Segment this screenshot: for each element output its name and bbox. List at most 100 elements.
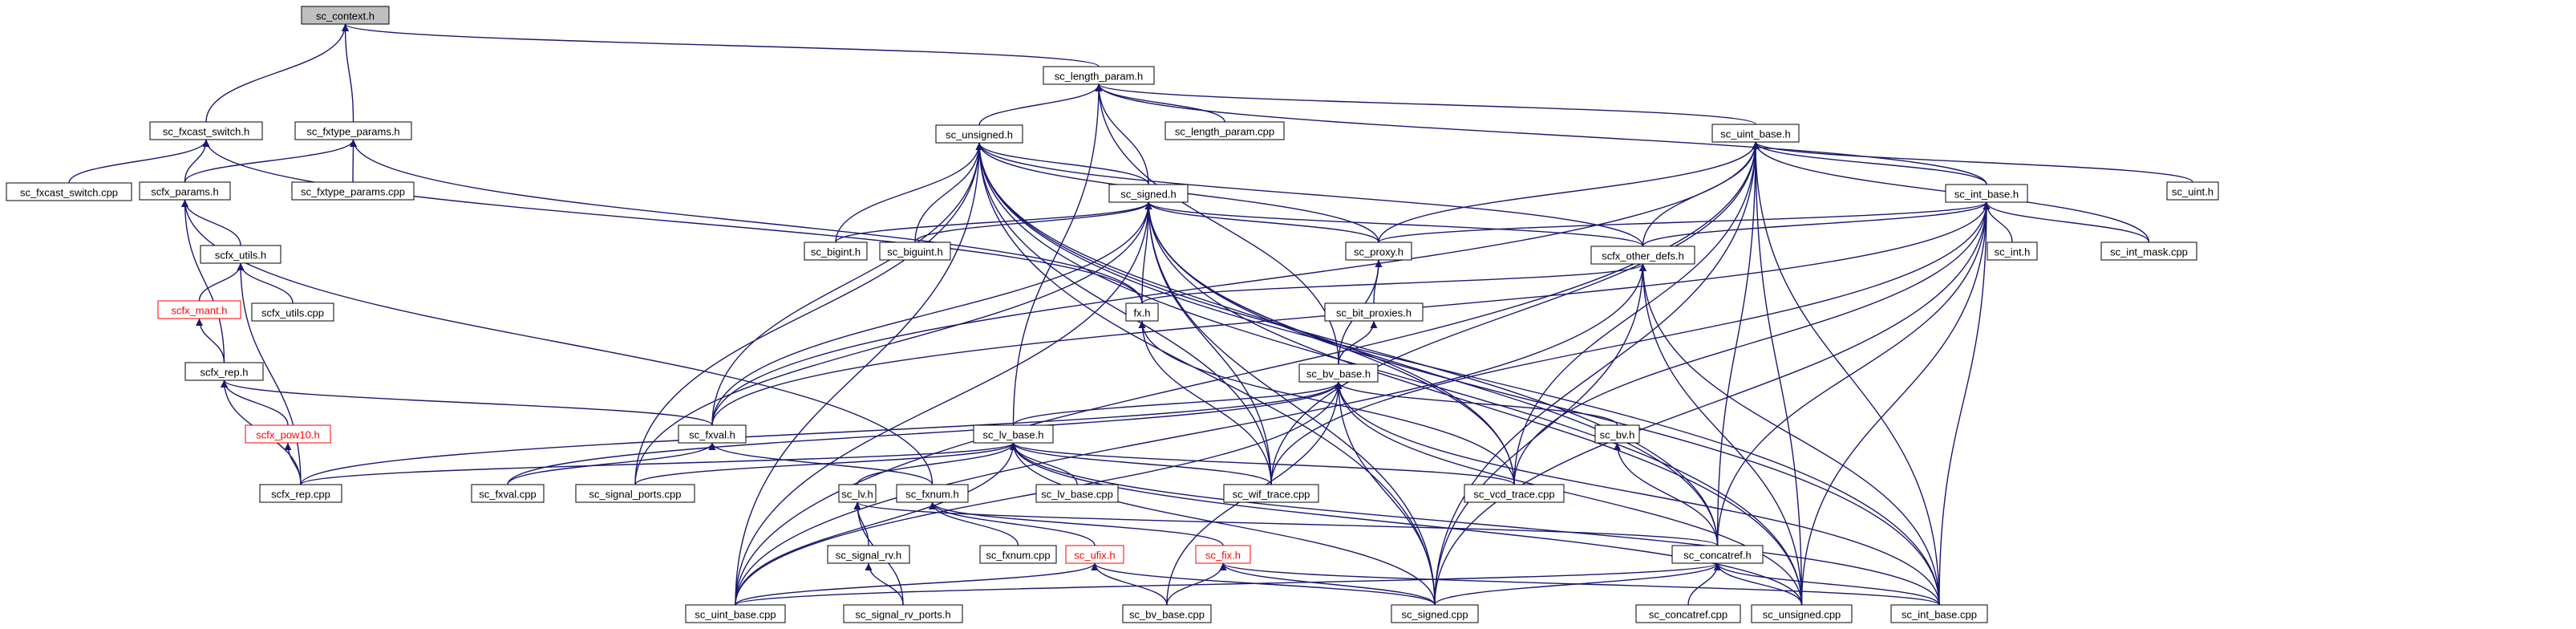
node-box[interactable] (804, 241, 868, 261)
node-box[interactable] (1108, 184, 1189, 203)
node-sc_fxcast_switch_cpp[interactable]: sc_fxcast_switch.cpp (6, 182, 132, 201)
node-sc_lv_h[interactable]: sc_lv.h (838, 484, 877, 503)
node-box[interactable] (1464, 484, 1565, 503)
node-box[interactable] (301, 6, 390, 25)
node-sc_uint_base_cpp[interactable]: sc_uint_base.cpp (685, 604, 786, 623)
node-box[interactable] (1043, 66, 1155, 85)
node-sc_signed_h[interactable]: sc_signed.h (1108, 184, 1189, 203)
node-box[interactable] (251, 302, 334, 322)
node-box[interactable] (678, 424, 747, 444)
node-box[interactable] (1711, 124, 1800, 143)
node-sc_lv_base_cpp[interactable]: sc_lv_base.cpp (1035, 484, 1119, 503)
node-scfx_utils_h[interactable]: scfx_utils.h (200, 245, 281, 264)
node-sc_uint_base_h[interactable]: sc_uint_base.h (1711, 124, 1800, 143)
node-box[interactable] (2100, 241, 2197, 261)
node-sc_uint_h[interactable]: sc_uint.h (2166, 181, 2219, 201)
node-sc_lv_base_h[interactable]: sc_lv_base.h (973, 424, 1054, 444)
node-box[interactable] (1751, 604, 1853, 623)
node-sc_concatref_h[interactable]: sc_concatref.h (1671, 545, 1764, 564)
node-box[interactable] (1345, 241, 1412, 261)
node-box[interactable] (1635, 604, 1741, 623)
node-sc_signal_ports_cpp[interactable]: sc_signal_ports.cpp (575, 484, 695, 503)
node-box[interactable] (471, 484, 545, 503)
node-sc_fix_h[interactable]: sc_fix.h (1195, 545, 1251, 564)
node-box[interactable] (259, 484, 342, 503)
node-box[interactable] (1164, 121, 1285, 140)
node-sc_fxnum_cpp[interactable]: sc_fxnum.cpp (979, 545, 1057, 564)
node-box[interactable] (200, 245, 281, 264)
node-box[interactable] (1945, 184, 2028, 203)
node-box[interactable] (1035, 484, 1119, 503)
node-scfx_utils_cpp[interactable]: scfx_utils.cpp (251, 302, 334, 322)
node-box[interactable] (139, 181, 231, 201)
node-box[interactable] (1391, 604, 1479, 623)
node-sc_bigint_h[interactable]: sc_bigint.h (804, 241, 868, 261)
node-sc_int_base_h[interactable]: sc_int_base.h (1945, 184, 2028, 203)
node-box[interactable] (1590, 246, 1695, 265)
node-sc_bv_base_h[interactable]: sc_bv_base.h (1298, 363, 1379, 383)
node-scfx_pow10_h[interactable]: scfx_pow10.h (245, 424, 331, 444)
node-box[interactable] (184, 362, 264, 381)
node-sc_int_base_cpp[interactable]: sc_int_base.cpp (1890, 604, 1988, 623)
node-sc_ufix_h[interactable]: sc_ufix.h (1065, 545, 1124, 564)
node-box[interactable] (1324, 302, 1424, 322)
node-box[interactable] (291, 181, 415, 201)
node-box[interactable] (1890, 604, 1988, 623)
node-scfx_params_h[interactable]: scfx_params.h (139, 181, 231, 201)
node-sc_int_mask_cpp[interactable]: sc_int_mask.cpp (2100, 241, 2197, 261)
node-sc_int_h[interactable]: sc_int.h (1987, 241, 2038, 261)
node-sc_bv_h[interactable]: sc_bv.h (1594, 424, 1640, 444)
node-sc_concatref_cpp[interactable]: sc_concatref.cpp (1635, 604, 1741, 623)
node-box[interactable] (896, 484, 969, 503)
node-box[interactable] (1671, 545, 1764, 564)
node-scfx_mant_h[interactable]: scfx_mant.h (157, 300, 241, 319)
node-sc_signal_rv_ports_h[interactable]: sc_signal_rv_ports.h (843, 604, 963, 623)
node-box[interactable] (157, 300, 241, 319)
node-box[interactable] (149, 121, 263, 140)
node-scfx_rep_cpp[interactable]: scfx_rep.cpp (259, 484, 342, 503)
node-sc_fxval_h[interactable]: sc_fxval.h (678, 424, 747, 444)
node-box[interactable] (838, 484, 877, 503)
node-box[interactable] (827, 545, 910, 564)
node-box[interactable] (1298, 363, 1379, 383)
node-sc_fxcast_switch_h[interactable]: sc_fxcast_switch.h (149, 121, 263, 140)
node-box[interactable] (973, 424, 1054, 444)
node-sc_length_param_cpp[interactable]: sc_length_param.cpp (1164, 121, 1285, 140)
node-box[interactable] (575, 484, 695, 503)
node-scfx_rep_h[interactable]: scfx_rep.h (184, 362, 264, 381)
node-sc_wif_trace_cpp[interactable]: sc_wif_trace.cpp (1223, 484, 1319, 503)
node-sc_unsigned_cpp[interactable]: sc_unsigned.cpp (1751, 604, 1853, 623)
node-box[interactable] (879, 241, 951, 261)
node-sc_fxtype_params_cpp[interactable]: sc_fxtype_params.cpp (291, 181, 415, 201)
node-sc_unsigned_h[interactable]: sc_unsigned.h (935, 124, 1023, 144)
node-box[interactable] (294, 121, 412, 140)
node-sc_fxtype_params_h[interactable]: sc_fxtype_params.h (294, 121, 412, 140)
node-box[interactable] (1195, 545, 1251, 564)
node-sc_biguint_h[interactable]: sc_biguint.h (879, 241, 951, 261)
node-fx_h[interactable]: fx.h (1125, 302, 1159, 322)
node-sc_bv_base_cpp[interactable]: sc_bv_base.cpp (1122, 604, 1212, 623)
node-box[interactable] (935, 124, 1023, 144)
node-box[interactable] (1987, 241, 2038, 261)
node-sc_bit_proxies_h[interactable]: sc_bit_proxies.h (1324, 302, 1424, 322)
node-box[interactable] (1125, 302, 1159, 322)
node-sc_length_param_h[interactable]: sc_length_param.h (1043, 66, 1155, 85)
node-sc_context_h[interactable]: sc_context.h (301, 6, 390, 25)
node-box[interactable] (1223, 484, 1319, 503)
node-box[interactable] (979, 545, 1057, 564)
node-box[interactable] (1594, 424, 1640, 444)
node-box[interactable] (2166, 181, 2219, 201)
node-sc_vcd_trace_cpp[interactable]: sc_vcd_trace.cpp (1464, 484, 1565, 503)
node-box[interactable] (1065, 545, 1124, 564)
node-box[interactable] (6, 182, 132, 201)
node-box[interactable] (1122, 604, 1212, 623)
node-box[interactable] (245, 424, 331, 444)
node-sc_fxnum_h[interactable]: sc_fxnum.h (896, 484, 969, 503)
node-scfx_other_defs_h[interactable]: scfx_other_defs.h (1590, 246, 1695, 265)
node-sc_proxy_h[interactable]: sc_proxy.h (1345, 241, 1412, 261)
node-box[interactable] (685, 604, 786, 623)
node-sc_signed_cpp[interactable]: sc_signed.cpp (1391, 604, 1479, 623)
node-sc_fxval_cpp[interactable]: sc_fxval.cpp (471, 484, 545, 503)
node-sc_signal_rv_h[interactable]: sc_signal_rv.h (827, 545, 910, 564)
node-box[interactable] (843, 604, 963, 623)
